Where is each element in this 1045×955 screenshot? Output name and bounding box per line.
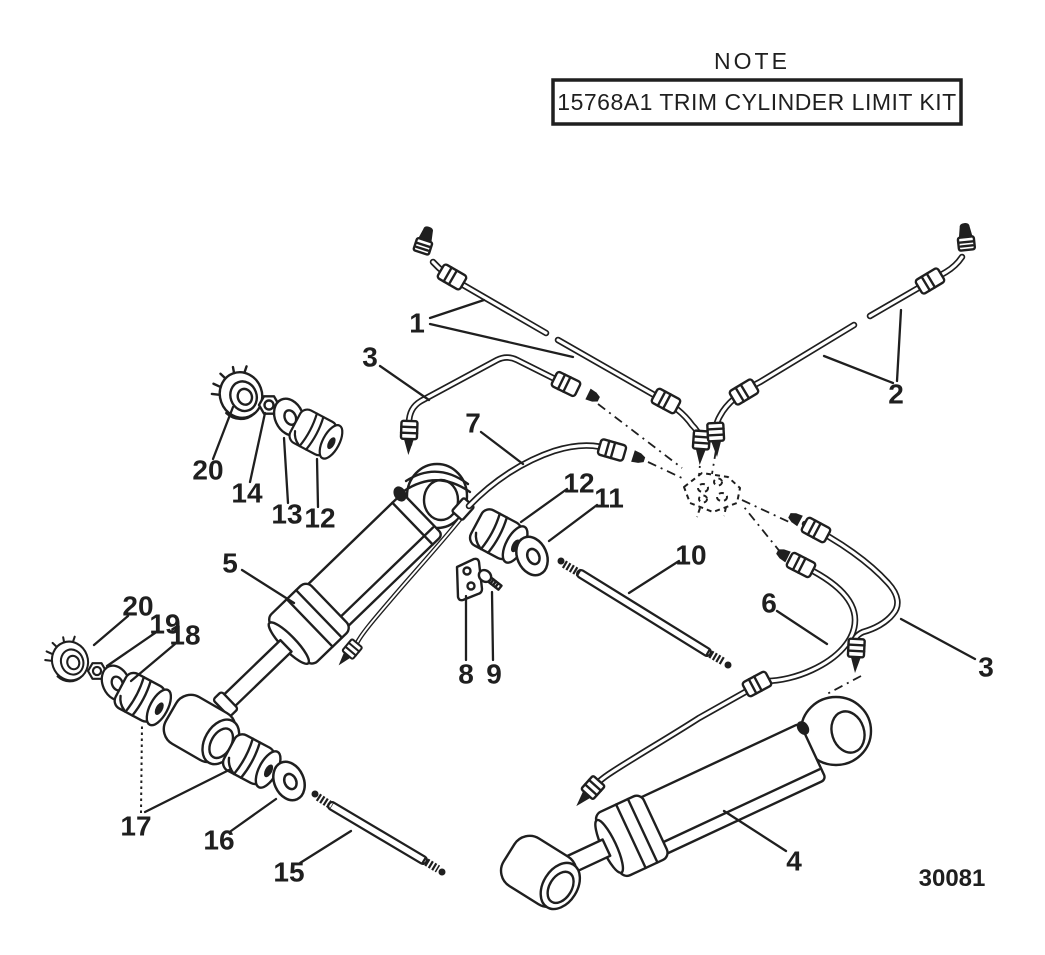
cap-20-lower xyxy=(38,630,95,689)
hose-7 xyxy=(465,437,647,510)
note-heading: NOTE xyxy=(714,48,790,74)
callout-3-left: 3 xyxy=(362,342,378,373)
callouts: 1 2 3 7 20 14 13 12 5 12 11 10 6 3 8 9 2… xyxy=(120,308,993,888)
callout-16: 16 xyxy=(203,825,234,856)
hose-3-left xyxy=(399,354,602,457)
bracket-8 xyxy=(455,557,484,602)
callout-4: 4 xyxy=(786,846,802,877)
callout-11: 11 xyxy=(594,483,624,514)
note-box-label: 15768A1 TRIM CYLINDER LIMIT KIT xyxy=(557,89,956,115)
anchor-pin-15 xyxy=(311,790,446,876)
manifold xyxy=(683,472,741,518)
hose-2 xyxy=(706,221,977,459)
leader-lines xyxy=(92,298,977,865)
note-box xyxy=(551,78,963,126)
callout-20-lower: 20 xyxy=(122,591,153,622)
callout-3-right: 3 xyxy=(978,652,994,683)
callout-19: 19 xyxy=(149,609,180,640)
port-boss xyxy=(393,486,407,502)
screw-9 xyxy=(477,568,503,591)
callout-8: 8 xyxy=(458,659,474,690)
callout-18: 18 xyxy=(169,620,200,651)
callout-7: 7 xyxy=(465,408,481,439)
hose-1 xyxy=(412,223,712,467)
callout-13: 13 xyxy=(271,499,302,530)
phantom-connectors xyxy=(597,403,862,695)
callout-1: 1 xyxy=(409,308,425,339)
trim-cylinder-port-5 xyxy=(162,462,472,766)
hose-6 xyxy=(569,546,859,813)
anchor-pin-10 xyxy=(557,557,732,669)
callout-15: 15 xyxy=(273,857,304,888)
callout-2: 2 xyxy=(888,379,904,410)
port-boss xyxy=(796,721,810,735)
callout-12-middle: 12 xyxy=(563,468,594,499)
callout-12-upper: 12 xyxy=(304,503,335,534)
callout-9: 9 xyxy=(486,659,502,690)
hose-3-right xyxy=(786,510,901,675)
trim-cylinder-starboard-4 xyxy=(499,695,873,911)
rod-eye-starboard xyxy=(499,834,582,911)
drawing-number: 30081 xyxy=(919,865,986,892)
callout-6: 6 xyxy=(761,588,777,619)
note-block: NOTE 15768A1 TRIM CYLINDER LIMIT KIT xyxy=(551,48,963,126)
callout-20-upper: 20 xyxy=(192,455,223,486)
cap-20-upper xyxy=(204,359,271,428)
callout-10: 10 xyxy=(675,540,706,571)
callout-17: 17 xyxy=(120,811,151,842)
callout-5: 5 xyxy=(222,548,238,579)
callout-14: 14 xyxy=(231,478,263,509)
